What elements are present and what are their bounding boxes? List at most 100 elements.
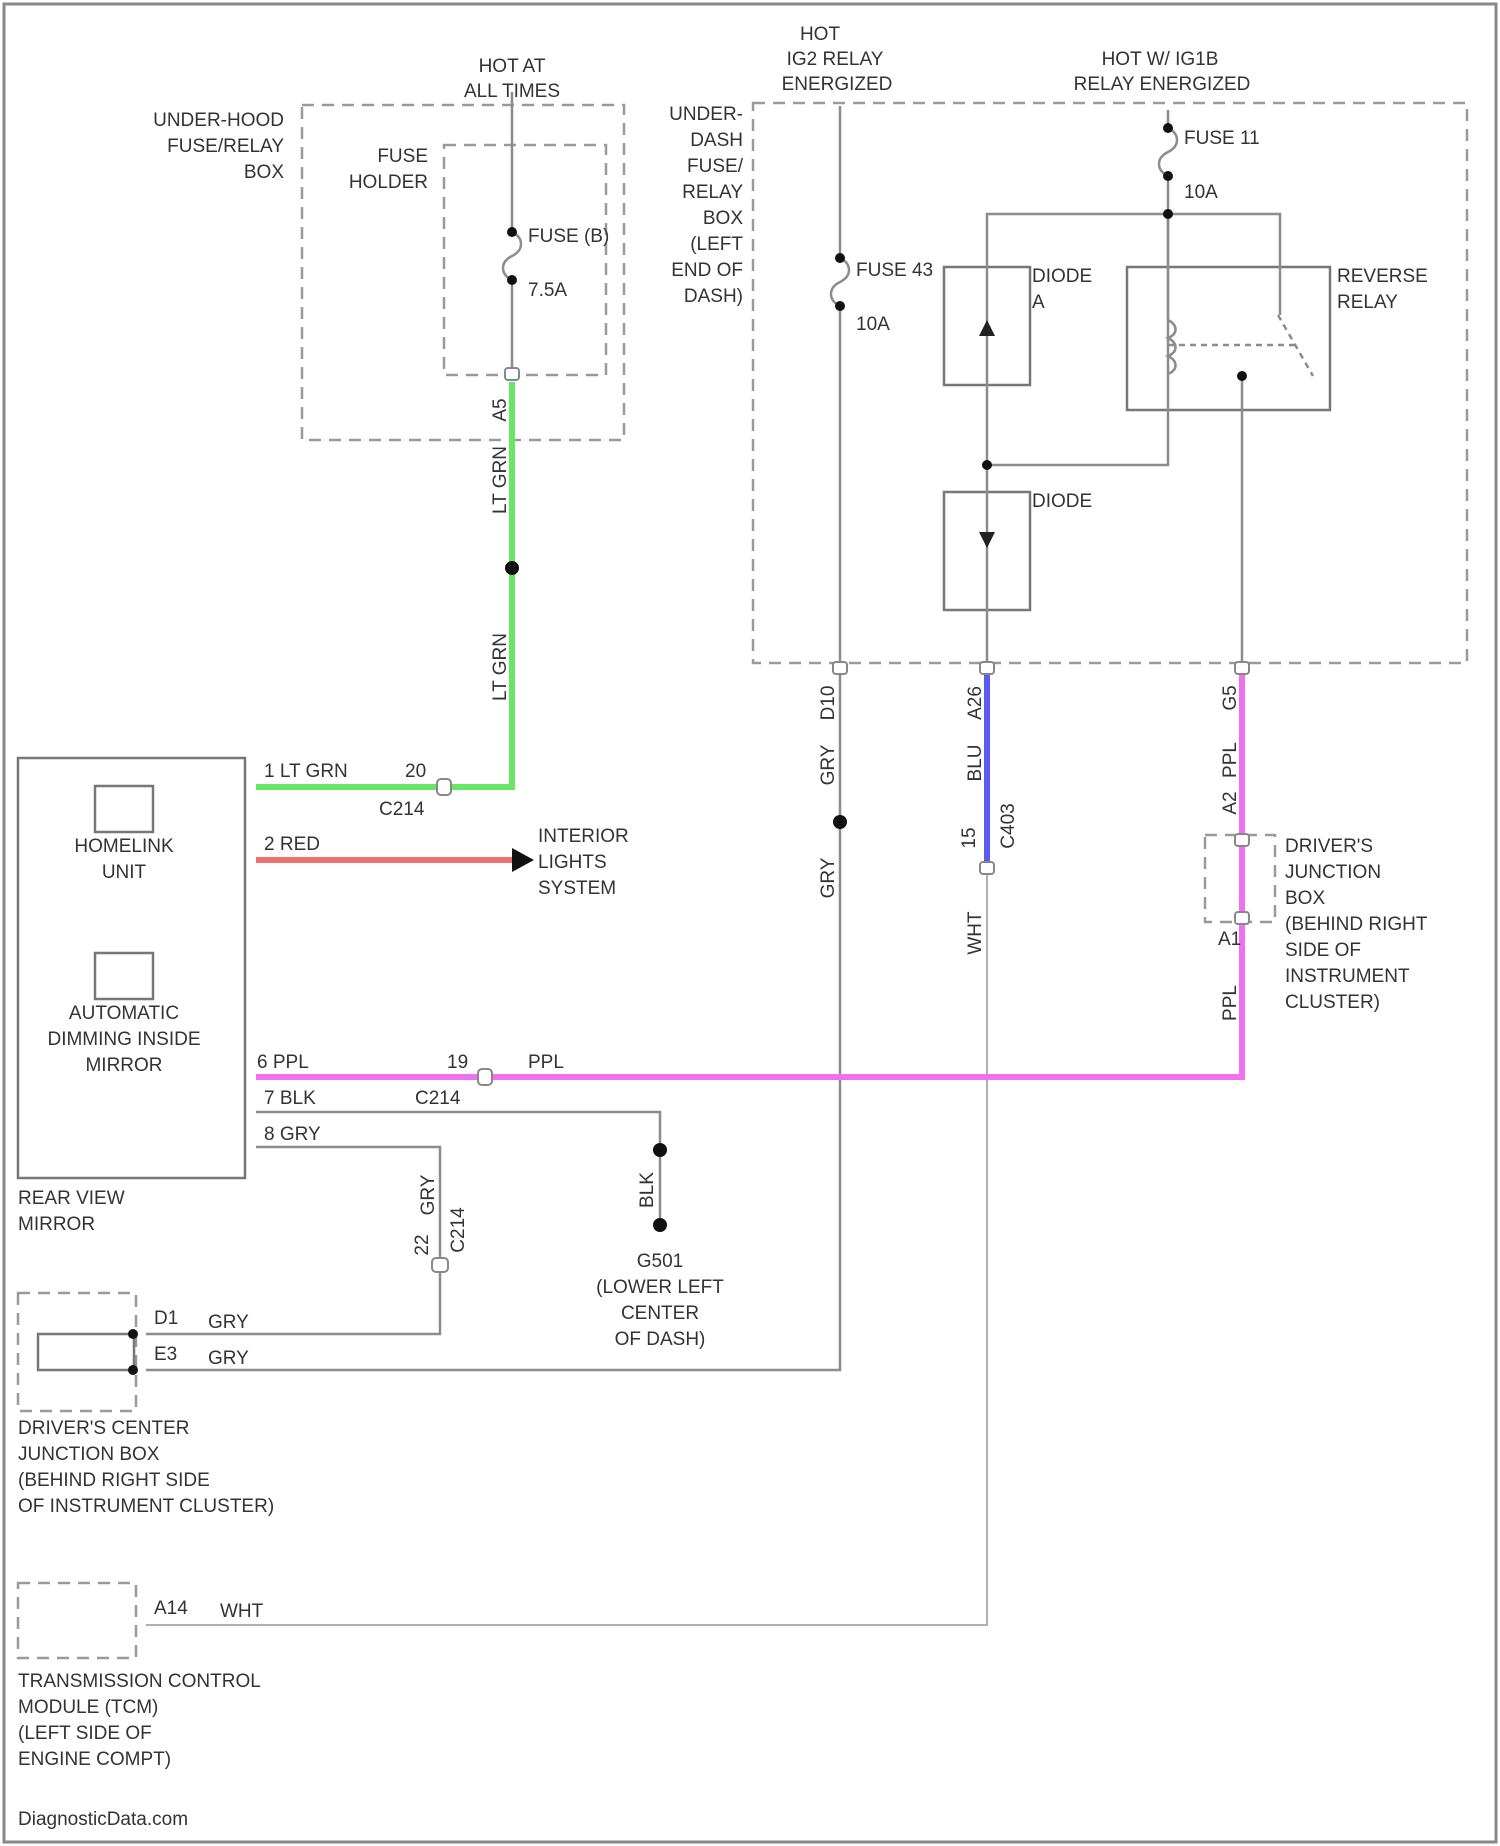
jb-e3-label: E3 [154, 1344, 177, 1365]
interior-lights-arrow [512, 848, 534, 872]
blu-conn-label: C403 [998, 803, 1019, 848]
interior-lights-label-2: LIGHTS [538, 852, 607, 873]
tcm-label-1: TRANSMISSION CONTROL [18, 1671, 261, 1692]
homelink-label-1: HOMELINK [74, 836, 174, 857]
center-jbox-label-2: JUNCTION BOX [18, 1444, 160, 1465]
tcm-label-2: MODULE (TCM) [18, 1697, 158, 1718]
connector-c403 [980, 862, 994, 874]
underdash-label-7: END OF [671, 260, 743, 281]
tcm-label-4: ENGINE COMPT) [18, 1749, 171, 1770]
connector-a1 [1235, 912, 1249, 924]
splice-ltgrn [505, 561, 519, 575]
blu-pin-label: A26 [965, 686, 986, 720]
fuse-holder-label-2: HOLDER [349, 172, 428, 193]
gry-label-1: GRY [818, 744, 839, 785]
hot-all-times-label-2: ALL TIMES [464, 81, 560, 102]
ground-label-4: OF DASH) [615, 1329, 706, 1350]
jb-gry1-label: GRY [208, 1312, 249, 1333]
pin6-conn-pin: 19 [447, 1052, 468, 1073]
connector-a2 [1235, 834, 1249, 846]
tcm-wht-label: WHT [220, 1601, 264, 1622]
tcm-label-3: (LEFT SIDE OF [18, 1723, 152, 1744]
drivers-center-jbox-inner [38, 1334, 134, 1370]
connector-c214-ppl [478, 1069, 492, 1085]
homelink-label-2: UNIT [102, 862, 147, 883]
diode-symbol [979, 532, 995, 548]
gry-label-2: GRY [818, 857, 839, 898]
drivers-center-jbox [18, 1293, 136, 1411]
fuse-11-bottom-dot [1163, 171, 1173, 181]
ground-point-2 [653, 1218, 667, 1232]
relay-junction-dot [1163, 209, 1173, 219]
diode-junction-dot [982, 460, 992, 470]
gry-pin-label: D10 [818, 686, 839, 721]
ppl-pin-label: G5 [1220, 685, 1241, 710]
relay-switch [1168, 315, 1313, 376]
fuse-b-top-dot [507, 227, 517, 237]
jbox-d1-dot [128, 1329, 138, 1339]
interior-lights-label-3: SYSTEM [538, 878, 616, 899]
auto-dim-label-3: MIRROR [85, 1055, 162, 1076]
hot-acc-label-2: RELAY ENERGIZED [1074, 74, 1251, 95]
wire-gry-pin8 [146, 1147, 440, 1334]
tcm-pin-label: A14 [154, 1598, 188, 1619]
blk-label: BLK [637, 1172, 658, 1208]
drivers-jbox-label-1: DRIVER'S [1285, 836, 1373, 857]
fuse-holder-box [444, 145, 606, 375]
underhood-label-3: BOX [244, 162, 284, 183]
footer-watermark: DiagnosticData.com [18, 1809, 188, 1830]
fuse-43-bottom-dot [835, 301, 845, 311]
hot-ig2-label-2: IG2 RELAY [787, 49, 884, 70]
jb-d1-label: D1 [154, 1308, 178, 1329]
underdash-label-8: DASH) [684, 286, 743, 307]
diode-a-label-1: DIODE [1032, 266, 1092, 287]
pin8-label: 8 GRY [264, 1124, 321, 1145]
drivers-jbox-label-4: (BEHIND RIGHT [1285, 914, 1428, 935]
drivers-jbox-label-6: INSTRUMENT [1285, 966, 1410, 987]
ltgrn-pin-label: A5 [490, 398, 511, 421]
interior-lights-label-1: INTERIOR [538, 826, 629, 847]
auto-dim-label-2: DIMMING INSIDE [47, 1029, 200, 1050]
connector-d10 [833, 662, 847, 674]
jbox-e3-dot [128, 1365, 138, 1375]
wht-label: WHT [965, 911, 986, 955]
rear-view-label-2: MIRROR [18, 1214, 95, 1235]
underdash-fuse-box [753, 103, 1467, 663]
connector-c214-gry [432, 1258, 448, 1272]
pin6-label: 6 PPL [257, 1052, 309, 1073]
c214a-label: C214 [379, 799, 425, 820]
jb-gry2-label: GRY [208, 1348, 249, 1369]
center-jbox-label-4: OF INSTRUMENT CLUSTER) [18, 1496, 274, 1517]
diode-a-symbol [979, 320, 995, 336]
hot-ig2-label-3: ENERGIZED [782, 74, 893, 95]
fuse-11-rating: 10A [1184, 182, 1218, 203]
fuse-b-label: FUSE (B) [528, 226, 609, 247]
fuse-holder-label-1: FUSE [377, 146, 428, 167]
hot-acc-label-1: HOT W/ IG1B [1102, 49, 1219, 70]
fuse-b-bottom-dot [507, 275, 517, 285]
gry8-label: GRY [418, 1174, 439, 1215]
fuse-43-symbol [831, 258, 849, 306]
fuse-b-symbol [503, 232, 521, 280]
ppl-jb2-pin-label: A1 [1218, 929, 1241, 950]
fuse-43-rating: 10A [856, 314, 890, 335]
c214c-label: C214 [448, 1207, 469, 1253]
hot-ig2-label-1: HOT [800, 24, 841, 45]
fuse-11-top-dot [1163, 123, 1173, 133]
connector-a26 [980, 662, 994, 674]
drivers-jbox-label-3: BOX [1285, 888, 1325, 909]
wire-lt-grn [256, 382, 512, 787]
center-jbox-label-1: DRIVER'S CENTER [18, 1418, 189, 1439]
reverse-relay-label-1: REVERSE [1337, 266, 1428, 287]
reverse-relay-label-2: RELAY [1337, 292, 1398, 313]
c214b-label: C214 [415, 1088, 461, 1109]
ppl-label-2: PPL [1220, 985, 1241, 1021]
underhood-label-1: UNDER-HOOD [153, 110, 284, 131]
underhood-label-2: FUSE/RELAY [167, 136, 284, 157]
pin7-label: 7 BLK [264, 1088, 316, 1109]
homelink-unit-icon [95, 786, 153, 832]
drivers-jbox-label-7: CLUSTER) [1285, 992, 1380, 1013]
fuse-b-rating: 7.5A [528, 280, 567, 301]
hot-all-times-label-1: HOT AT [479, 56, 546, 77]
